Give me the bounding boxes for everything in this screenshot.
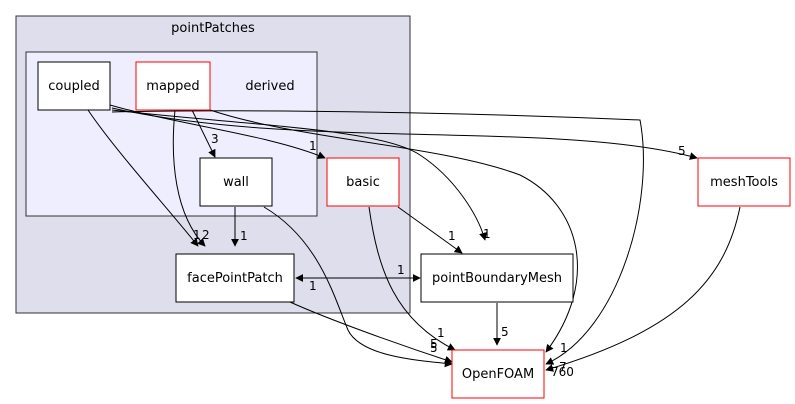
edge-wall-OpenFOAM[interactable] xyxy=(263,206,453,368)
node-pointBoundaryMesh-label: pointBoundaryMesh xyxy=(432,271,562,286)
node-pointBoundaryMesh[interactable]: pointBoundaryMesh xyxy=(420,253,574,303)
edge-label: 1 xyxy=(240,229,248,243)
edge-label: 5 xyxy=(430,337,438,351)
edge-label: 1 xyxy=(483,227,491,241)
edge-label: 5 xyxy=(430,341,438,355)
node-basic-label: basic xyxy=(346,175,380,190)
edge-basic-OpenFOAM[interactable] xyxy=(368,206,456,351)
cluster-derived-label: derived xyxy=(245,79,294,94)
node-mapped[interactable]: mapped xyxy=(135,61,211,111)
edge-labels: 1 1 1 5 7 3 2 1 1 5 1 1 1 1 5 5 760 xyxy=(193,132,686,379)
edge-label: 3 xyxy=(211,132,219,146)
edge-mapped-facePointPatch[interactable] xyxy=(172,109,206,247)
edge-mapped-wall[interactable] xyxy=(191,109,216,158)
edge-label: 1 xyxy=(309,139,317,153)
edge-label: 1 xyxy=(560,341,568,355)
edge-label: 760 xyxy=(551,365,574,379)
node-coupled-label: coupled xyxy=(48,79,99,94)
edge-label: 1 xyxy=(193,228,201,242)
node-meshTools[interactable]: meshTools xyxy=(697,157,791,207)
edge-coupled-facePointPatch[interactable] xyxy=(87,109,199,247)
node-OpenFOAM[interactable]: OpenFOAM xyxy=(451,349,545,399)
edge-label: 2 xyxy=(202,228,210,242)
node-facePointPatch[interactable]: facePointPatch xyxy=(175,253,295,303)
edges xyxy=(87,104,741,372)
edge-coupled-pointBoundaryMesh[interactable] xyxy=(111,109,487,241)
edge-label: 5 xyxy=(678,144,686,158)
edge-label: 5 xyxy=(501,325,509,339)
node-wall[interactable]: wall xyxy=(199,157,273,207)
edge-coupled-meshTools[interactable] xyxy=(111,107,698,160)
node-mapped-label: mapped xyxy=(146,79,199,94)
node-coupled[interactable]: coupled xyxy=(37,61,111,111)
node-wall-label: wall xyxy=(223,175,249,190)
edge-label: 1 xyxy=(309,279,317,293)
edge-coupled-OpenFOAM[interactable] xyxy=(111,110,644,365)
edge-meshTools-OpenFOAM[interactable] xyxy=(545,206,741,372)
node-basic[interactable]: basic xyxy=(326,157,400,207)
edge-label: 1 xyxy=(397,263,405,277)
edge-mapped-OpenFOAM[interactable] xyxy=(209,109,578,353)
edge-label: 1 xyxy=(437,326,445,340)
edge-label: 1 xyxy=(448,229,456,243)
node-meshTools-label: meshTools xyxy=(710,175,778,190)
edge-basic-pointBoundaryMesh[interactable] xyxy=(397,206,463,254)
cluster-pointPatches-label: pointPatches xyxy=(171,21,255,36)
edge-facePointPatch-OpenFOAM[interactable] xyxy=(289,301,453,364)
node-OpenFOAM-label: OpenFOAM xyxy=(462,367,534,382)
node-facePointPatch-label: facePointPatch xyxy=(187,271,283,286)
edge-label: 7 xyxy=(559,360,567,374)
